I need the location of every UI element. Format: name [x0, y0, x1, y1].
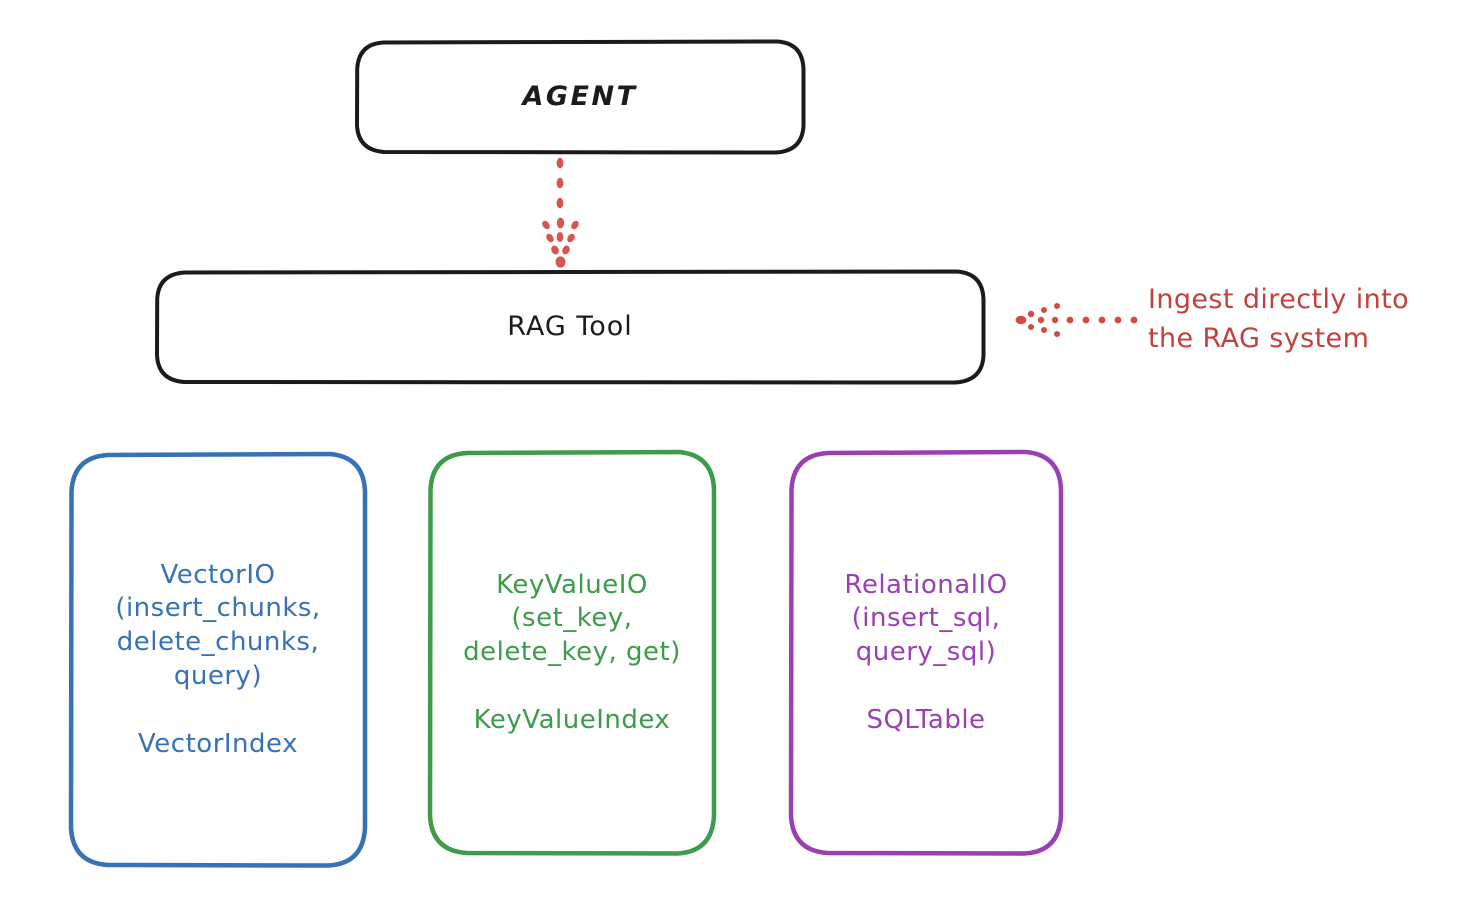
dotted-arrow-down-icon [542, 157, 579, 268]
node-vector-io[interactable]: VectorIO (insert_chunks, delete_chunks, … [68, 451, 368, 868]
node-key-value-io[interactable]: KeyValueIO (set_key, delete_key, get) Ke… [427, 449, 717, 856]
relational-io-node-label: RelationalIO (insert_sql, query_sql) SQL… [844, 569, 1008, 735]
agent-node-label: AGENT [522, 81, 638, 113]
ingest-annotation-text: Ingest directly into the RAG system [1148, 284, 1410, 355]
node-rag-tool[interactable]: RAG Tool [155, 269, 986, 385]
vector-io-node-label: VectorIO (insert_chunks, delete_chunks, … [115, 559, 321, 759]
key-value-io-node-label: KeyValueIO (set_key, delete_key, get) Ke… [463, 569, 681, 735]
dotted-arrow-left-icon [1015, 303, 1138, 337]
node-relational-io[interactable]: RelationalIO (insert_sql, query_sql) SQL… [788, 449, 1064, 856]
rag-tool-node-label: RAG Tool [507, 311, 633, 343]
node-agent[interactable]: AGENT [355, 39, 806, 155]
